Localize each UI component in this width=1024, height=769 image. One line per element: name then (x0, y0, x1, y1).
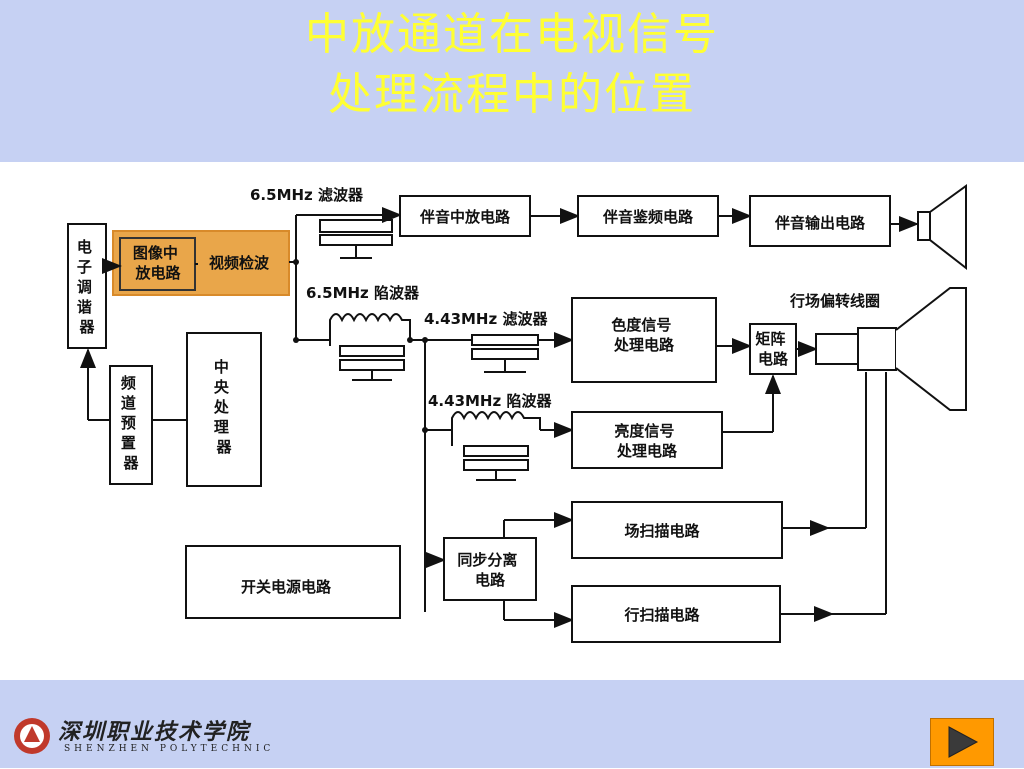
sound-if-box (399, 195, 531, 237)
filter-65-band-label: 6.5MHz 滤波器 (250, 186, 364, 204)
vertical-scan-box (571, 501, 783, 559)
tv-signal-block-diagram: 电 子 调 谐 器 图像中 放电路 视频检波 频 道 预 置 器 中 央 处 理… (67, 184, 967, 643)
vertical-scan-label: 场扫描电路 (624, 522, 700, 540)
luma-label: 亮度信号 处理电路 (614, 422, 679, 460)
tuner-box (67, 223, 107, 349)
sound-if-label: 伴音中放电路 (419, 208, 511, 226)
school-name-en: SHENZHEN POLYTECHNIC (64, 744, 275, 754)
chroma-box (571, 297, 717, 383)
filter-65-trap-label: 6.5MHz 陷波器 (306, 284, 420, 302)
play-triangle-icon (948, 726, 979, 758)
matrix-box (749, 323, 797, 375)
filter-65-band (319, 219, 393, 233)
yoke-label: 行场偏转线圈 (789, 292, 880, 310)
filter-443-trap (451, 411, 541, 430)
switching-power-box (185, 545, 401, 619)
switching-power-label: 开关电源电路 (241, 578, 332, 596)
speaker-icon (917, 211, 931, 241)
filter-443-trap-label: 4.43MHz 陷波器 (428, 392, 552, 410)
matrix-label: 矩阵 电路 (755, 330, 790, 368)
horizontal-scan-box (571, 585, 781, 643)
sync-separator-label: 同步分离 电路 (457, 551, 522, 589)
next-slide-button[interactable] (930, 718, 994, 766)
cpu-label: 中 央 处 理 器 (213, 358, 234, 456)
video-detect-label: 视频检波 (209, 254, 270, 272)
footer-bar: 深圳职业技术学院 SHENZHEN POLYTECHNIC (0, 680, 1024, 768)
school-name-cn: 深圳职业技术学院 (58, 719, 251, 745)
slide-title-line-1: 中放通道在电视信号 (305, 9, 719, 60)
sound-output-box (749, 195, 891, 247)
filter-65-trap (318, 313, 411, 341)
slide-title-line-2: 处理流程中的位置 (328, 69, 696, 120)
chroma-label: 色度信号 处理电路 (611, 316, 676, 354)
horizontal-scan-label: 行扫描电路 (623, 606, 700, 624)
sound-output-label: 伴音输出电路 (774, 214, 866, 232)
cpu-box (186, 332, 262, 487)
if-amp-box (119, 237, 196, 291)
filter-443-band-label: 4.43MHz 滤波器 (424, 310, 548, 328)
junction-dots (293, 259, 428, 433)
sync-separator-box (443, 537, 537, 601)
sound-detect-box (577, 195, 719, 237)
if-amp-label: 图像中 放电路 (133, 244, 183, 282)
title-banner: 中放通道在电视信号 处理流程中的位置 (0, 0, 1024, 162)
deflection-yoke (857, 327, 897, 371)
tuner-label: 电 子 调 谐 器 (77, 238, 97, 336)
channel-preset-label: 频 道 预 置 器 (121, 374, 141, 472)
luma-box (571, 411, 723, 469)
school-logo-icon (14, 718, 50, 754)
filter-443-band (471, 334, 539, 346)
crt-bell (895, 287, 967, 411)
crt-neck (815, 333, 859, 365)
sound-detect-label: 伴音鉴频电路 (602, 208, 694, 226)
channel-preset-box (109, 365, 153, 485)
